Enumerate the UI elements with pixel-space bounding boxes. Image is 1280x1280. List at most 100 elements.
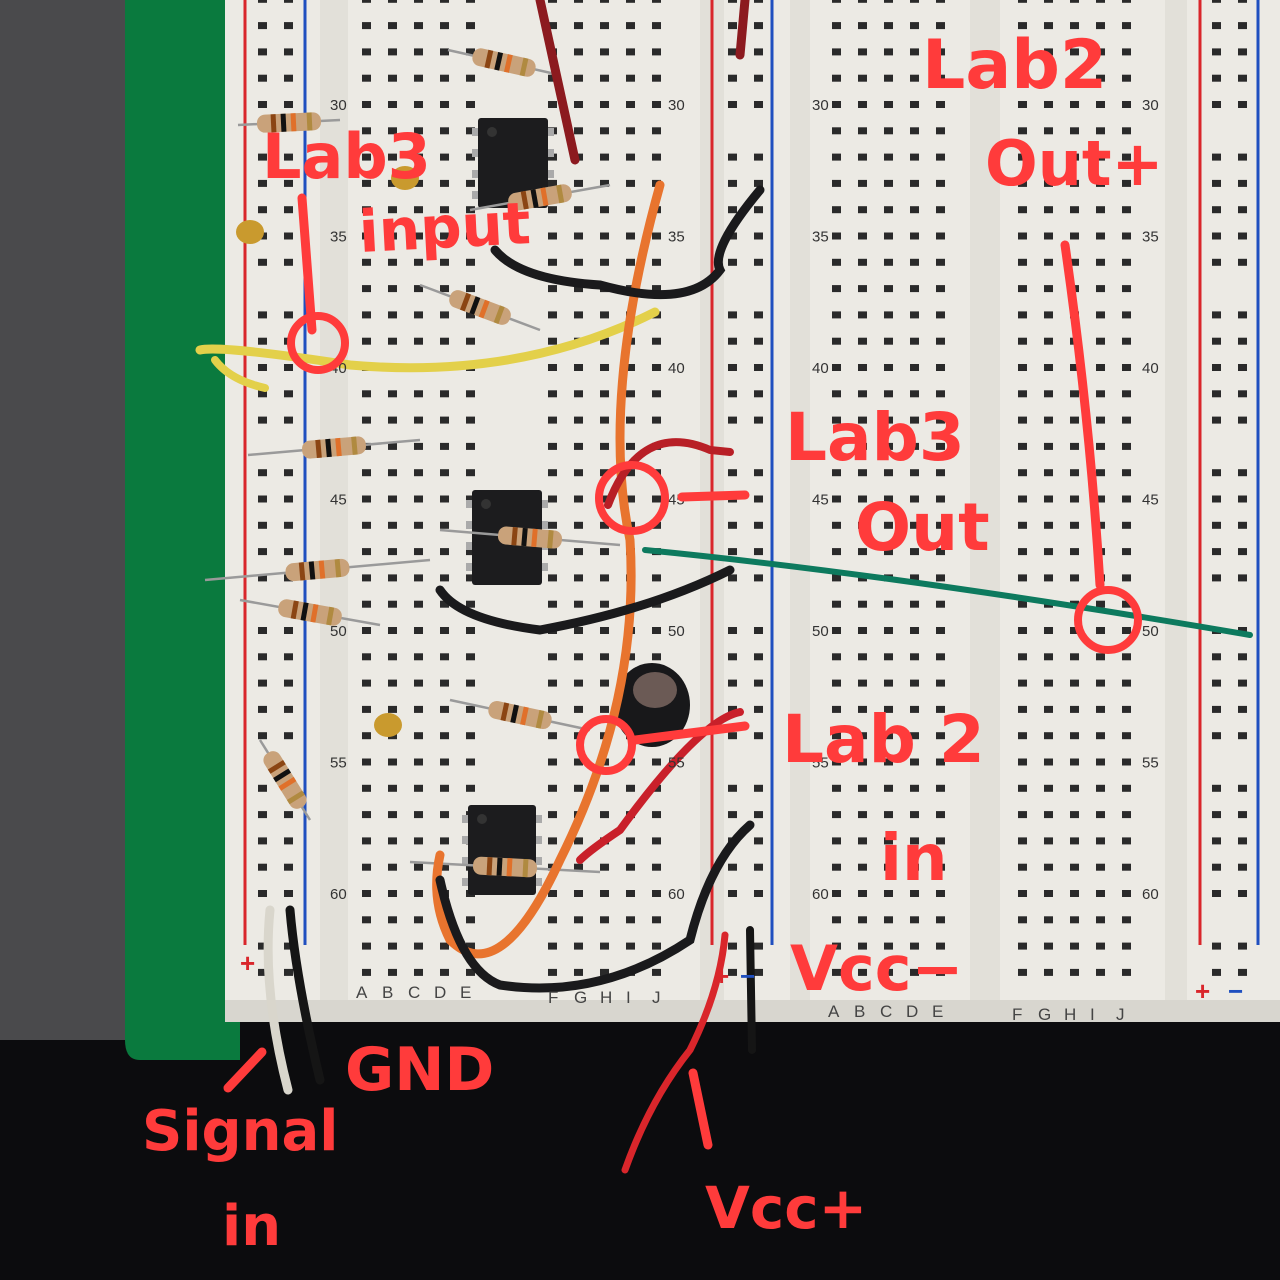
breadboard-hole xyxy=(936,758,945,766)
row-number: 35 xyxy=(668,229,685,246)
breadboard-hole xyxy=(362,179,371,187)
breadboard-hole xyxy=(728,390,737,398)
yellow-wire xyxy=(195,307,660,373)
breadboard-hole xyxy=(414,837,423,845)
ic-notch xyxy=(477,814,487,824)
breadboard-hole xyxy=(626,258,635,266)
breadboard-hole xyxy=(1122,890,1131,897)
ceramic-capacitor xyxy=(391,166,419,190)
breadboard-hole xyxy=(362,548,371,556)
breadboard-hole xyxy=(574,258,583,266)
breadboard-hole xyxy=(1044,101,1053,108)
breadboard-hole xyxy=(910,495,919,503)
breadboard-hole xyxy=(832,101,841,108)
annotation-signal-in-line1: Signal xyxy=(142,1099,338,1164)
breadboard-hole xyxy=(1044,574,1053,582)
breadboard-hole xyxy=(910,574,919,582)
breadboard-hole xyxy=(858,416,867,424)
breadboard-hole xyxy=(858,600,867,608)
breadboard-hole xyxy=(1044,442,1053,450)
breadboard-hole xyxy=(1044,153,1053,161)
breadboard-hole xyxy=(1044,206,1053,214)
breadboard-hole xyxy=(1122,521,1131,529)
breadboard-hole xyxy=(414,600,423,608)
breadboard-hole xyxy=(1044,653,1053,661)
ic-pin xyxy=(548,170,554,178)
breadboard-hole xyxy=(884,784,893,792)
breadboard-hole xyxy=(884,179,893,187)
breadboard-hole xyxy=(414,179,423,187)
breadboard-hole xyxy=(884,285,893,293)
breadboard-hole xyxy=(362,127,371,135)
annotation-circle xyxy=(576,715,636,775)
breadboard-hole xyxy=(910,179,919,187)
breadboard-hole xyxy=(1044,74,1053,82)
breadboard-hole xyxy=(388,442,397,450)
column-letter: H xyxy=(600,988,612,1007)
row-number: 55 xyxy=(812,755,829,772)
breadboard-hole xyxy=(858,837,867,845)
breadboard-hole xyxy=(728,206,737,214)
ic-pin xyxy=(462,815,468,823)
breadboard-hole xyxy=(1018,179,1027,187)
breadboard-hole xyxy=(600,653,609,661)
column-letter: A xyxy=(828,1002,840,1021)
breadboard-hole xyxy=(548,469,557,477)
breadboard-hole xyxy=(652,942,661,950)
breadboard-hole xyxy=(1044,679,1053,687)
breadboard-hole xyxy=(284,495,293,503)
components xyxy=(204,48,690,895)
breadboard-hole xyxy=(1238,179,1247,187)
breadboard-hole xyxy=(284,521,293,529)
row-number: 55 xyxy=(1142,755,1159,772)
breadboard-hole xyxy=(832,258,841,266)
breadboard-hole xyxy=(258,705,267,713)
breadboard-hole xyxy=(466,732,475,740)
breadboard-hole xyxy=(362,811,371,819)
resistor-body xyxy=(472,856,538,878)
breadboard-hole xyxy=(258,548,267,556)
breadboard-hole xyxy=(388,101,397,108)
breadboard-hole xyxy=(832,179,841,187)
breadboard-hole xyxy=(858,521,867,529)
breadboard-hole xyxy=(1070,48,1079,56)
breadboard-hole xyxy=(1018,521,1027,529)
rail-sign: − xyxy=(1228,976,1243,1006)
breadboard-hole xyxy=(1122,469,1131,477)
breadboard-hole xyxy=(936,548,945,556)
breadboard-hole xyxy=(548,285,557,293)
breadboard-hole xyxy=(626,495,635,503)
breadboard-hole xyxy=(652,627,661,634)
resistor-band xyxy=(535,709,545,729)
breadboard-hole xyxy=(1096,311,1105,319)
breadboard-hole xyxy=(936,469,945,477)
breadboard-hole xyxy=(574,48,583,56)
breadboard-hole xyxy=(362,22,371,30)
resistor-band xyxy=(520,706,529,726)
breadboard-hole xyxy=(574,364,583,371)
breadboard-hole xyxy=(466,469,475,477)
breadboard-hole xyxy=(600,153,609,161)
breadboard-hole xyxy=(1212,784,1221,792)
breadboard-hole xyxy=(910,258,919,266)
breadboard-hole xyxy=(258,627,267,634)
breadboard-hole xyxy=(936,837,945,845)
breadboard-hole xyxy=(910,653,919,661)
breadboard-hole xyxy=(548,179,557,187)
breadboard-hole xyxy=(574,968,583,976)
breadboard-hole xyxy=(414,22,423,30)
breadboard-hole xyxy=(1212,811,1221,819)
column-letter: H xyxy=(1064,1005,1076,1024)
breadboard-hole xyxy=(284,811,293,819)
breadboard-hole xyxy=(754,153,763,161)
breadboard-hole xyxy=(1018,811,1027,819)
breadboard-hole xyxy=(548,390,557,398)
breadboard-hole xyxy=(600,416,609,424)
breadboard-hole xyxy=(728,705,737,713)
board-gutter xyxy=(790,0,810,1010)
breadboard-hole xyxy=(936,74,945,82)
dark-red-wire xyxy=(535,0,580,165)
breadboard-hole xyxy=(388,232,397,240)
breadboard-hole xyxy=(754,653,763,661)
breadboard-hole xyxy=(440,311,449,319)
